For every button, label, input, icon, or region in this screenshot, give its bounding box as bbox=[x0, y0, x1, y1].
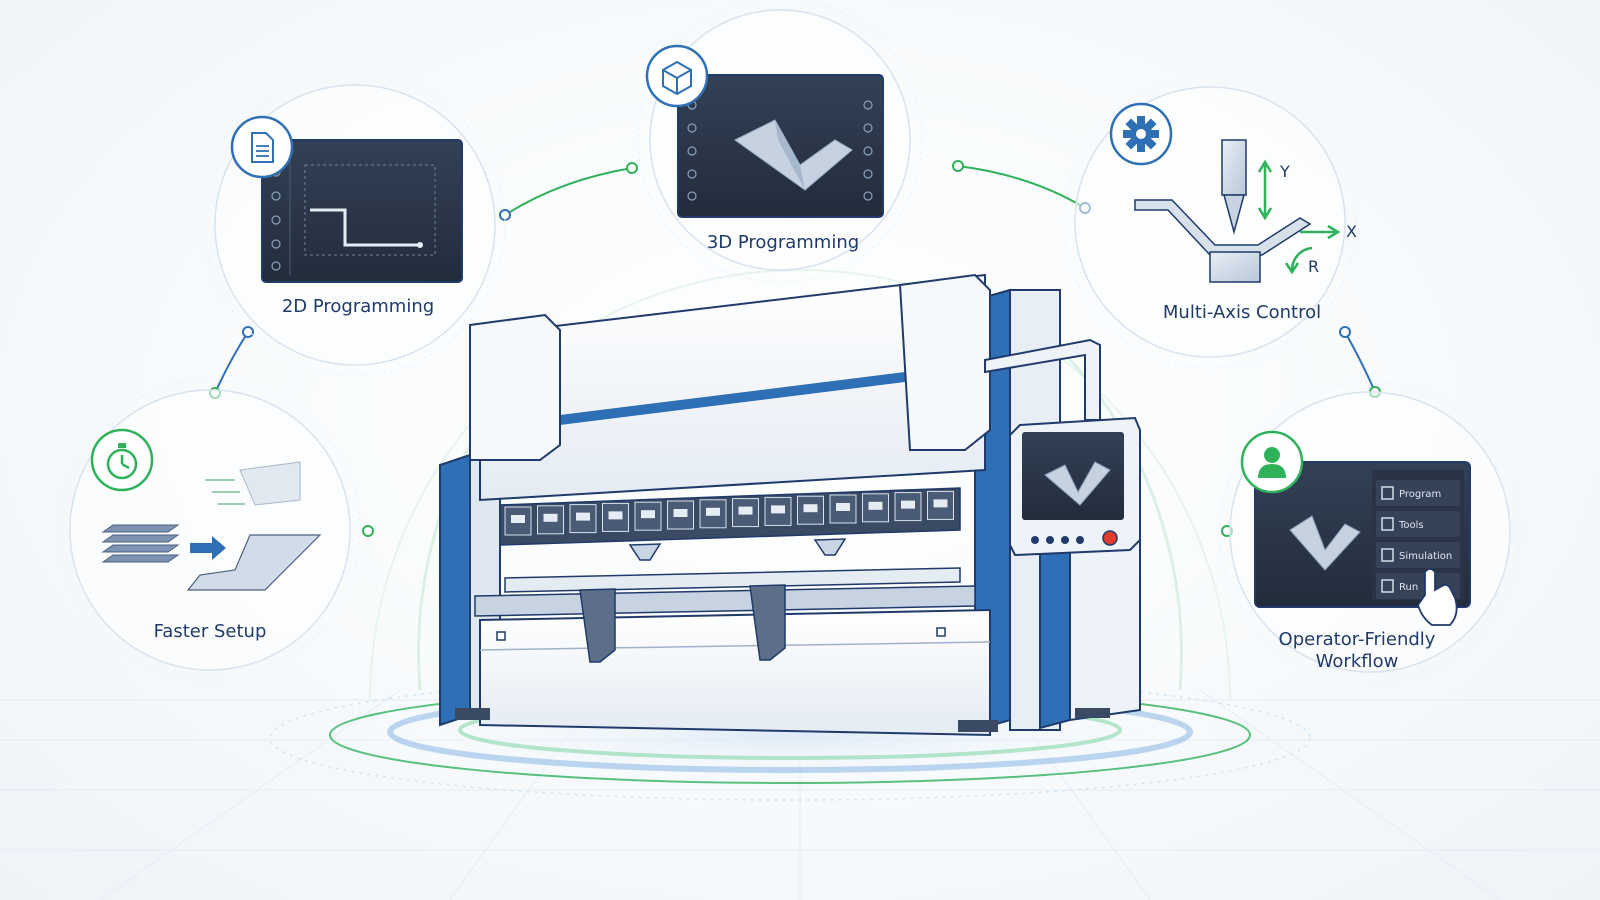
arrow-right-icon bbox=[190, 536, 226, 560]
workflow-menu-item-bg bbox=[1376, 542, 1460, 568]
punch-clamp-bolt bbox=[706, 507, 720, 516]
feature-3d-programming: 3D Programming bbox=[637, 0, 923, 283]
simulation-icon bbox=[1381, 548, 1394, 562]
workflow-label-line2: Workflow bbox=[1316, 651, 1399, 672]
gear-tooth bbox=[1151, 130, 1159, 138]
workflow-menu-item-simulation[interactable]: Simulation bbox=[1376, 542, 1460, 568]
play-icon bbox=[1381, 579, 1394, 593]
2d-programming-screen bbox=[261, 139, 463, 283]
punch-clamp-bolt bbox=[868, 501, 883, 510]
document-icon bbox=[1381, 486, 1394, 500]
punch-clamp bbox=[894, 492, 922, 522]
punch-clamp-bolt bbox=[803, 504, 818, 513]
punch-clamp bbox=[732, 498, 759, 528]
feature-faster-setup: Faster Setup bbox=[59, 379, 361, 681]
press-brake-machine bbox=[439, 273, 1141, 737]
punch-clamp bbox=[764, 496, 792, 526]
punch-clamp bbox=[699, 499, 727, 529]
punch-clamp bbox=[829, 494, 857, 524]
punch-clamp-bolt bbox=[576, 512, 590, 521]
punch-clamp-bolt bbox=[738, 506, 753, 515]
punch-clamp-bolt bbox=[836, 503, 850, 511]
gear-tooth bbox=[1137, 116, 1145, 124]
hand-pointer-icon bbox=[1417, 568, 1458, 626]
punch-clamp-bolt bbox=[673, 509, 688, 517]
workflow-menu-item-tools[interactable]: Tools bbox=[1376, 511, 1460, 537]
punch-clamp-bolt bbox=[511, 515, 525, 523]
gear-tooth bbox=[1123, 130, 1131, 138]
punch-clamp-bolt bbox=[641, 510, 655, 519]
axis-r-label: R bbox=[1308, 257, 1319, 276]
workflow-menu-item-label: Simulation bbox=[1399, 551, 1452, 562]
workflow-menu-item-program[interactable]: Program bbox=[1376, 480, 1460, 506]
workflow-label-line1: Operator-Friendly bbox=[1279, 629, 1436, 650]
punch-clamp-row bbox=[499, 487, 961, 546]
axis-x-label: X bbox=[1346, 222, 1357, 241]
tools-icon bbox=[1381, 517, 1394, 531]
sheet-stack bbox=[101, 524, 180, 563]
workflow-menu-item-label: Tools bbox=[1398, 520, 1424, 531]
punch-clamp-bolt bbox=[933, 499, 948, 508]
punch-clamp-bolt bbox=[543, 513, 558, 522]
punch-clamp-bolt bbox=[771, 505, 785, 514]
feature-2d-programming: 2D Programming bbox=[204, 74, 506, 376]
2d-programming-label: 2D Programming bbox=[282, 296, 434, 317]
workflow-menu-item-bg bbox=[1376, 480, 1460, 506]
punch-clamps bbox=[504, 490, 954, 536]
punch-clamp bbox=[667, 500, 694, 530]
axis-y-label: Y bbox=[1279, 162, 1290, 181]
gear-tooth bbox=[1137, 144, 1145, 152]
cube-icon bbox=[645, 44, 709, 108]
punch-clamp-bolt bbox=[901, 500, 915, 509]
workflow-menu-item-label: Run bbox=[1399, 582, 1418, 593]
feature-multi-axis-control: Y X R Multi-Axis Control bbox=[1063, 75, 1357, 369]
control-pendant bbox=[1009, 416, 1141, 557]
workflow-menu-item-label: Program bbox=[1399, 489, 1441, 500]
multi-axis-control-label: Multi-Axis Control bbox=[1163, 302, 1321, 323]
punch-clamp-bolt bbox=[608, 511, 623, 520]
document-icon bbox=[230, 115, 294, 179]
faster-setup-label: Faster Setup bbox=[154, 621, 267, 642]
workflow-menu-item-bg bbox=[1376, 511, 1460, 537]
3d-programming-label: 3D Programming bbox=[707, 232, 859, 253]
